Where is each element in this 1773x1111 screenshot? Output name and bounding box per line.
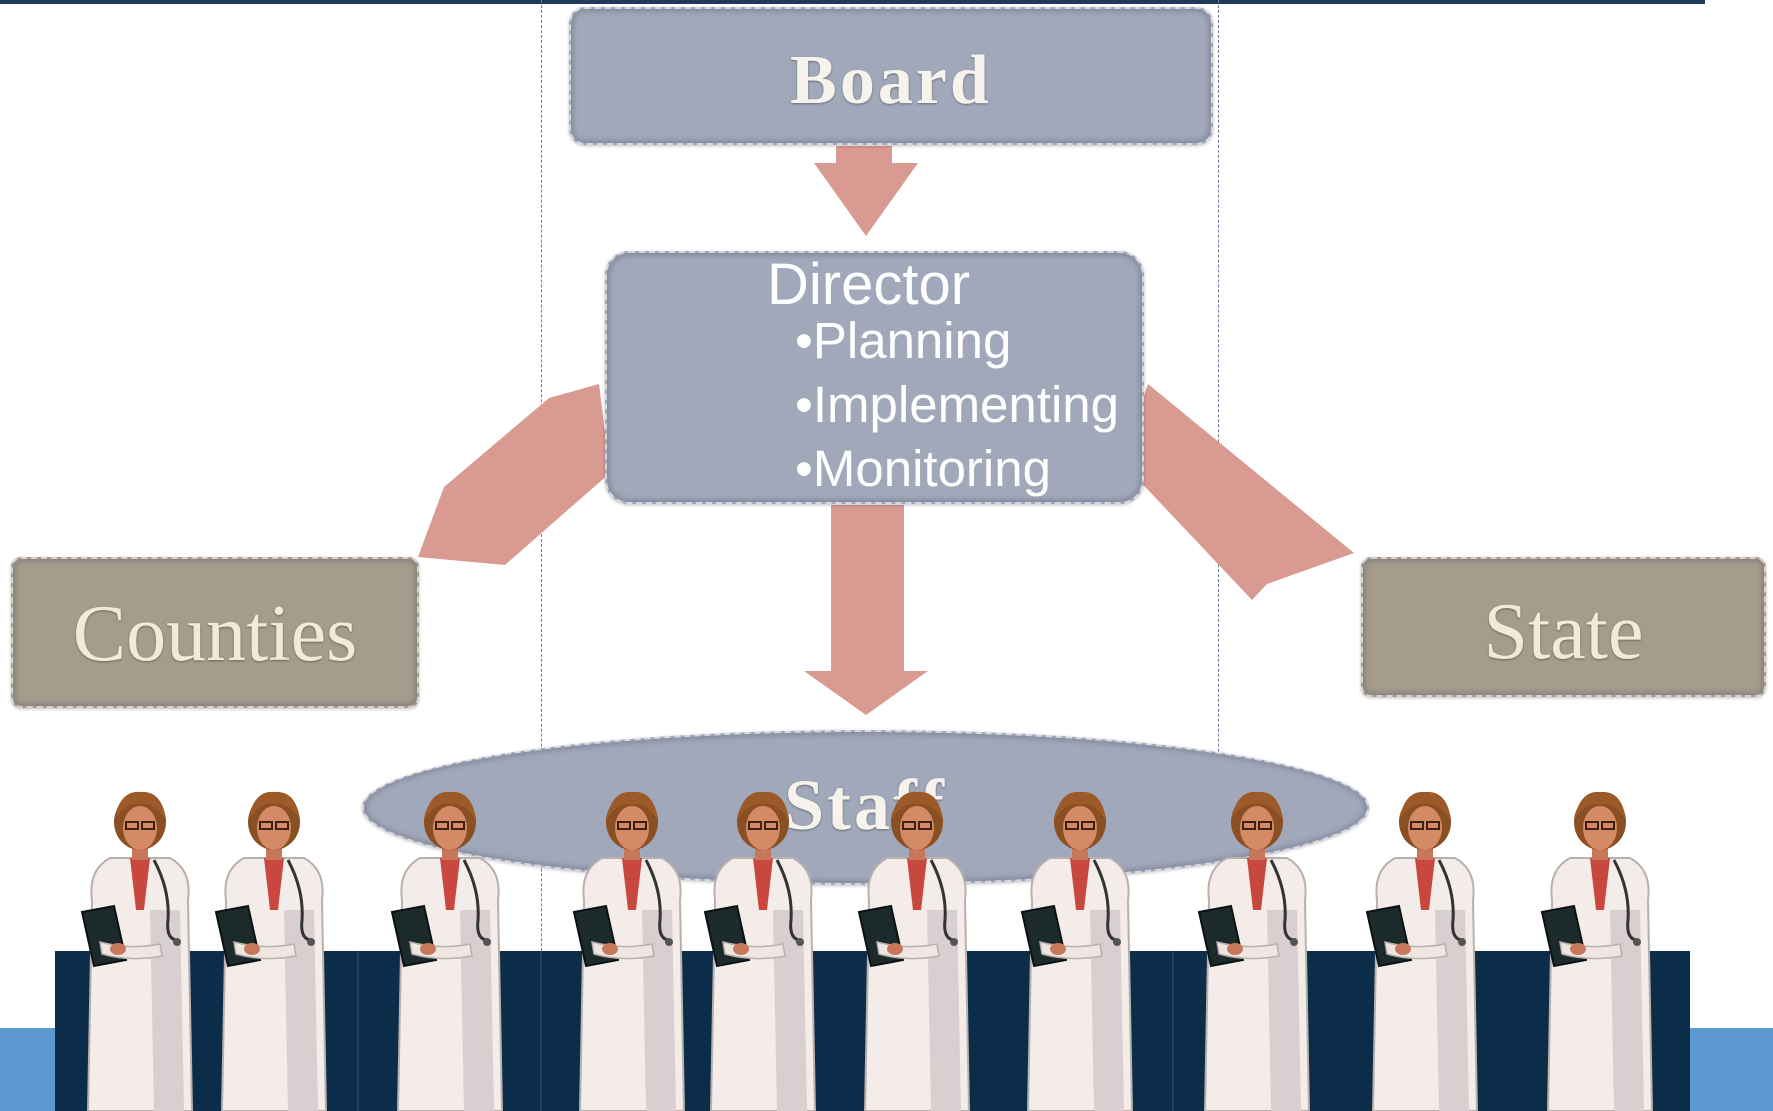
guide-line-left: [541, 0, 542, 1111]
doctor-figure: [1020, 791, 1134, 1111]
board-label: Board: [790, 42, 992, 119]
director-duty-item: •Implementing: [795, 376, 1120, 433]
doctor-figure: [214, 791, 328, 1111]
doctor-figure: [390, 791, 504, 1111]
doctor-figure: [1197, 791, 1311, 1111]
doctor-figure: [703, 791, 817, 1111]
counties-node: Counties: [11, 557, 419, 708]
director-duties-list: •Planning •Implementing •Monitoring: [795, 309, 1119, 501]
doctor-figure: [572, 791, 686, 1111]
director-title: Director: [767, 252, 971, 317]
state-label: State: [1483, 588, 1644, 676]
board-node: Board: [569, 7, 1213, 145]
counties-label: Counties: [72, 590, 358, 678]
doctor-figure: [1540, 791, 1654, 1111]
staff-node: Staff: [362, 730, 1369, 885]
director-node: Director •Planning •Implementing •Monito…: [605, 251, 1144, 504]
backdrop-divider: [1172, 951, 1174, 1111]
doctor-figure: [80, 791, 194, 1111]
state-node: State: [1361, 557, 1766, 697]
backdrop-divider: [357, 951, 359, 1111]
backdrop-divider: [540, 951, 542, 1111]
director-duty-item: •Monitoring: [795, 440, 1051, 497]
doctor-figure: [1365, 791, 1479, 1111]
director-duty-item: •Planning: [795, 312, 1012, 369]
arrow-director-to-staff: [804, 505, 928, 715]
doctor-figure: [857, 791, 971, 1111]
top-rule: [0, 0, 1705, 4]
arrow-director-to-counties: [418, 384, 610, 565]
arrow-board-to-director: [814, 146, 918, 236]
arrow-director-to-state: [1123, 384, 1354, 600]
